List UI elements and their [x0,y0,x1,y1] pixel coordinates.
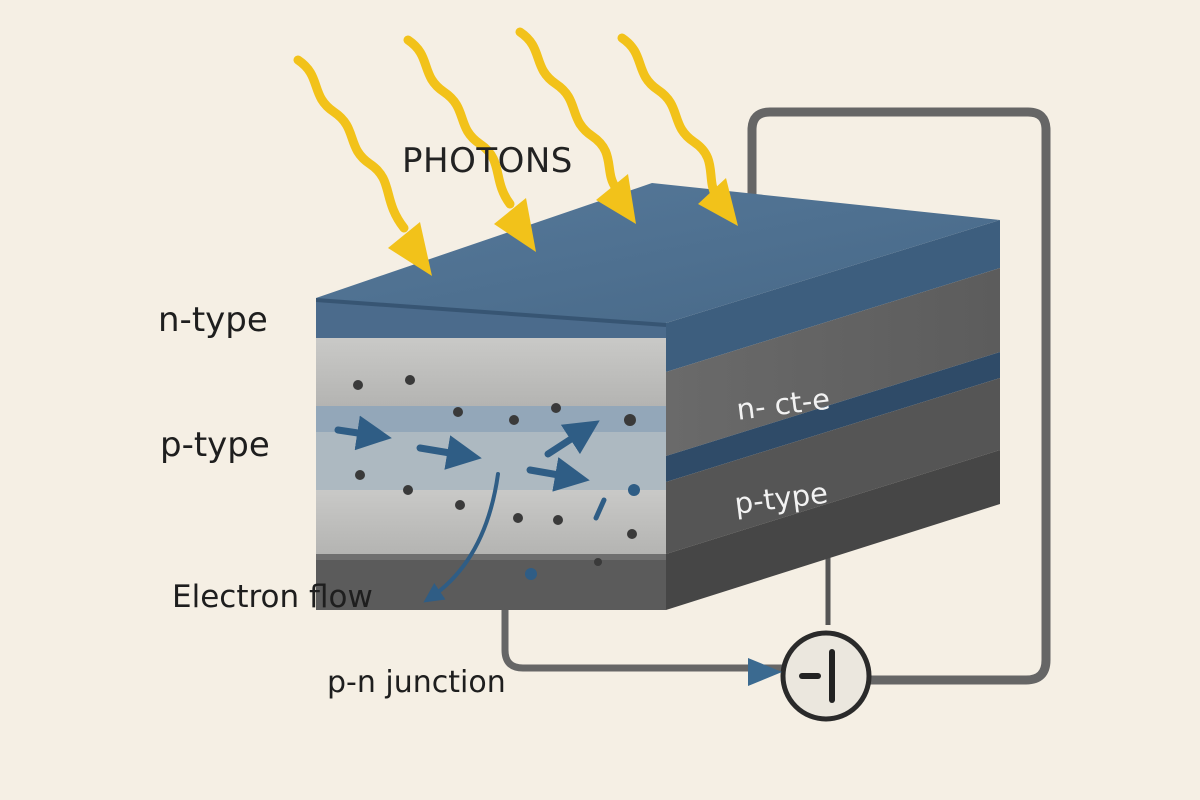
photon-arrows [293,27,738,276]
arrow-right-icon [526,457,590,492]
p-type-label: p-type [160,425,270,465]
base-layer-front [316,554,666,610]
n-type-bulk-front [316,338,666,406]
solar-cell-side-face [666,220,1000,610]
solar-cell-front-face [316,298,666,610]
circuit-wire-top [747,107,1051,685]
electron-flow-arrows [334,415,607,603]
solar-cell-top-face [316,183,1000,323]
charge-carriers [353,375,640,580]
current-direction-arrow-icon [748,658,782,686]
arrow-right-icon [334,415,392,451]
wavy-arrow-icon [617,33,738,226]
circuit-wire-bottom [501,578,788,672]
wavy-arrow-icon [293,55,432,276]
junction-band-front [316,406,666,432]
wavy-arrow-icon [515,27,636,224]
wavy-arrow-icon [403,35,536,252]
arrow-up-right-icon [544,420,600,458]
electron-flow-curve-icon [423,472,500,603]
n-type-label: n-type [158,300,268,340]
photons-label: PHOTONS [402,141,573,181]
electron-flow-label: Electron flow [172,579,373,615]
battery-symbol-icon [780,630,872,722]
arrow-right-icon [416,435,482,470]
arrow-down-icon [593,497,607,521]
p-type-layer-front [316,490,666,554]
pn-junction-label: p-n junction [327,665,506,700]
